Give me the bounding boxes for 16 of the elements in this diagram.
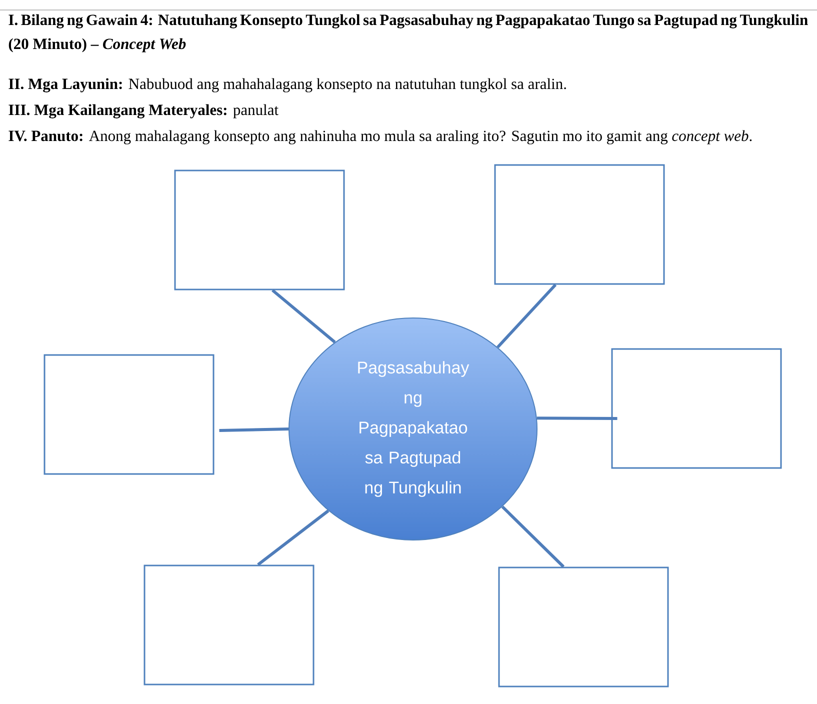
answer-box <box>174 170 345 290</box>
answer-box <box>44 354 214 475</box>
connector-line <box>501 506 565 568</box>
answer-box <box>494 164 665 285</box>
answer-box <box>611 348 782 469</box>
answer-box <box>498 566 669 688</box>
connector-line <box>219 428 289 432</box>
heading: I. Bilang ng Gawain 4: Natutuhang Konsepto Tungkol sa Pagsasabuhay ng Pagpapakatao Tungo sa Pagtupad ng Tungkulin (20 Minuto) – Concept Web <box>8 14 808 52</box>
connector-line <box>496 284 557 348</box>
connector-line <box>536 416 618 420</box>
instruction-text: IV. Panuto: Anong mahalagang konsepto ang nahinuha mo mula sa araling ito? Sagutin mo ito gamit ang concept web. <box>8 130 752 144</box>
connector-line <box>257 510 330 566</box>
instruction-text: II. Mga Layunin: Nabubuod ang mahahalagang konsepto na natutuhan tungkol sa aralin. <box>8 78 566 92</box>
answer-box <box>144 564 314 686</box>
instruction-text: III. Mga Kailangang Materyales: panulat <box>8 104 278 118</box>
connector-line <box>272 289 336 344</box>
